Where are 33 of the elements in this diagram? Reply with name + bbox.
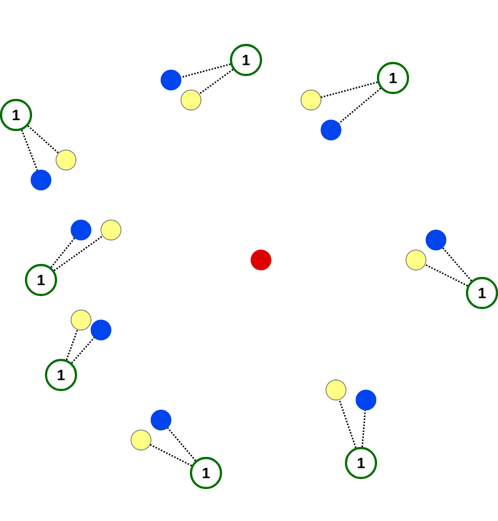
dotted-line — [21, 130, 38, 171]
dotted-line — [71, 337, 95, 364]
dot — [250, 250, 272, 270]
dotted-line — [442, 247, 472, 282]
dotted-line — [320, 81, 378, 98]
dotted-line — [338, 400, 356, 448]
dot — [30, 170, 52, 190]
dot — [300, 90, 322, 110]
dot — [406, 250, 426, 270]
dot — [90, 320, 112, 340]
dot — [326, 380, 346, 400]
dotted-line — [50, 238, 76, 268]
dotted-line — [150, 444, 192, 466]
dot — [130, 430, 152, 450]
dotted-line — [198, 68, 234, 95]
dot — [180, 90, 202, 110]
dot — [70, 310, 92, 330]
dot — [100, 220, 122, 240]
dot — [70, 220, 92, 240]
dotted-line — [424, 264, 468, 286]
dotted-line — [54, 235, 104, 272]
dotted-line — [180, 63, 231, 78]
dot — [356, 390, 376, 410]
dot — [56, 150, 76, 170]
dotted-line — [167, 427, 196, 462]
dot — [426, 230, 446, 250]
dotted-line — [362, 410, 366, 447]
dot — [150, 410, 172, 430]
dotted-line — [66, 329, 78, 360]
dot — [320, 120, 342, 140]
dotted-line — [338, 88, 382, 124]
dotted-line — [27, 125, 59, 154]
dot — [160, 70, 182, 90]
